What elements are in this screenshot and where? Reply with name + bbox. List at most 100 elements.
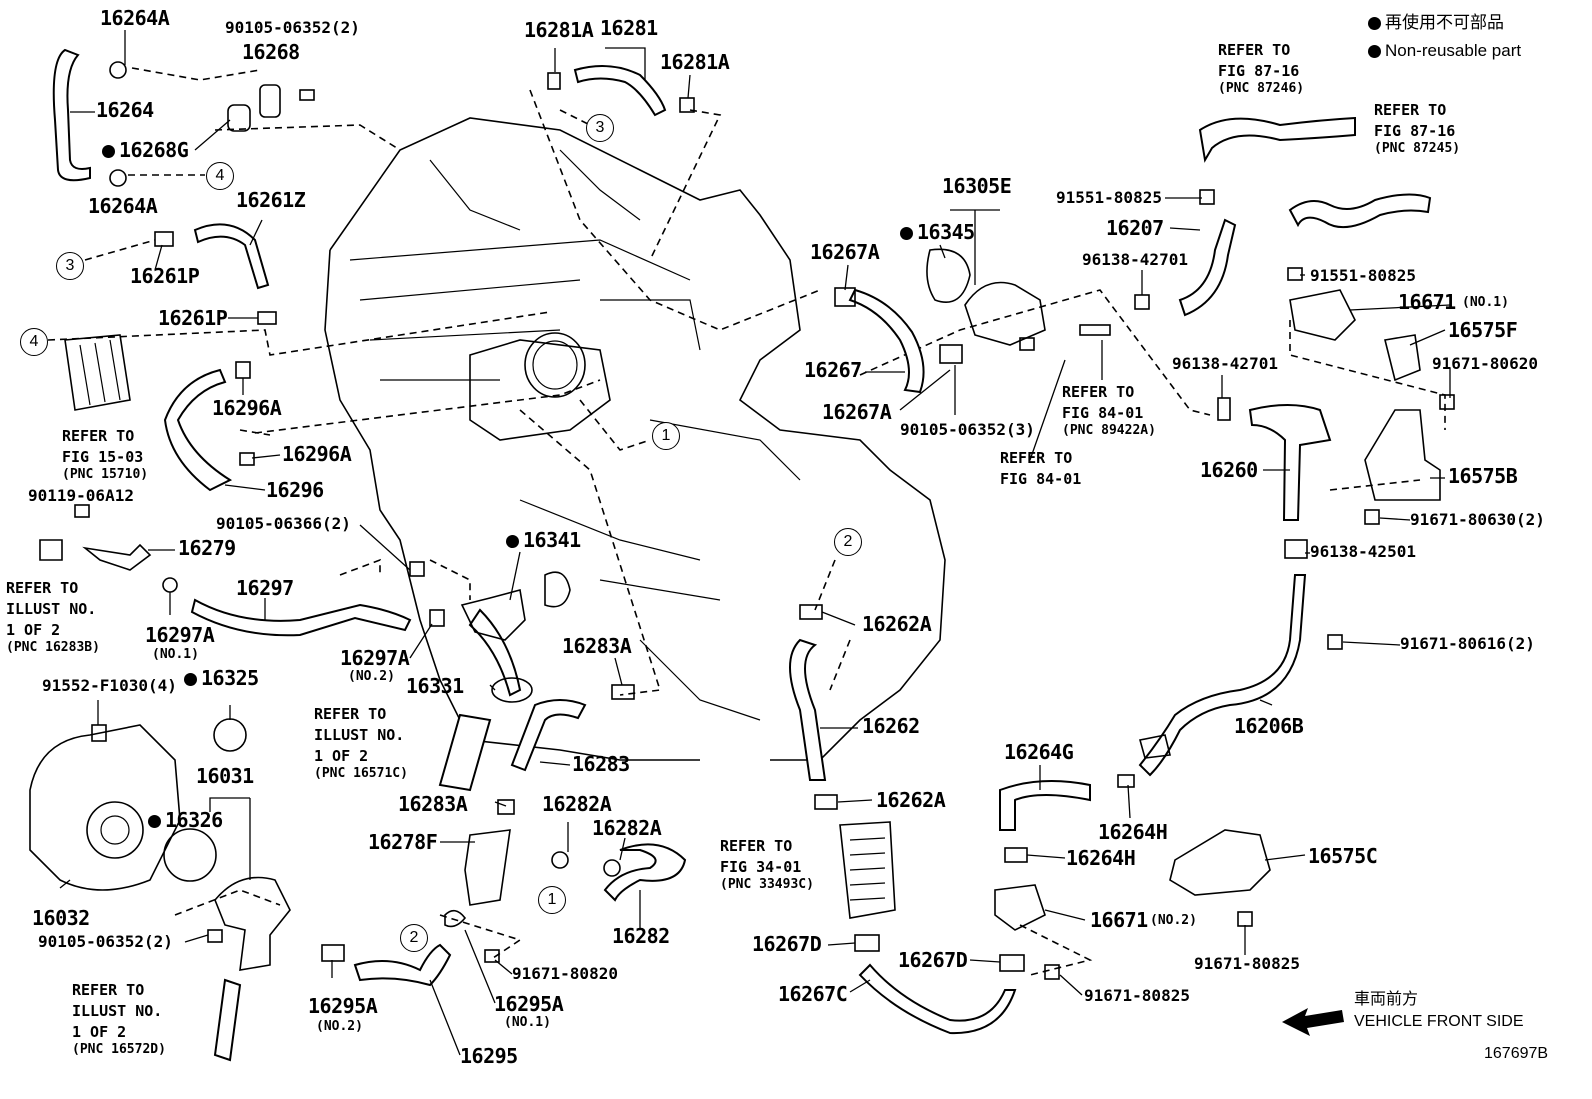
reference-note: REFER TO FIG 87-16(PNC 87246) [1218,41,1305,96]
part-label: 90119-06A12 [28,486,134,505]
part-label: 91671-80616(2) [1400,634,1535,653]
part-label: 91552-F1030(4) [42,676,177,695]
part-label: 16283A [562,634,632,658]
part-label: 16264 [96,98,154,122]
non-reusable-icon [900,227,913,240]
part-label: 16296A [282,442,352,466]
reference-note: REFER TO FIG 34-01(PNC 33493C) [720,837,814,892]
fasteners [39,61,1455,980]
part-label: 16295 [460,1044,518,1068]
part-label: 16031 [196,764,254,788]
part-label: 16325 [184,668,259,688]
part-label: 91551-80825 [1310,266,1416,285]
reference-note: REFER TO ILLUST NO. 1 OF 2(PNC 16283B) [6,579,100,655]
part-label: (NO.1) [152,647,199,662]
part-label: 16206B [1234,714,1304,738]
non-reusable-icon [148,815,161,828]
reference-note: REFER TO FIG 15-03(PNC 15710) [62,427,149,482]
part-label: 16341 [506,530,581,550]
part-label: 16268 [242,40,300,64]
part-label: (NO.1) [504,1015,551,1030]
callout-marker: 4 [206,162,234,190]
part-label: (NO.2) [348,669,395,684]
part-label: 16282A [542,792,612,816]
part-label: 16281A [660,50,730,74]
figure-id: 167697B [1484,1045,1549,1062]
part-label: 16671 [1090,908,1148,932]
part-label: 16264A [100,6,170,30]
part-label: 16295A [494,992,564,1016]
bullet-icon [1368,45,1381,59]
part-label: 16279 [178,536,236,560]
part-label: 16264A [88,194,158,218]
part-label: 96138-42701 [1082,250,1188,269]
callout-marker: 1 [538,886,566,914]
part-label: 91671-80630(2) [1410,510,1545,529]
part-label: 16261P [158,306,228,330]
part-label: 16283 [572,752,630,776]
part-label: 16260 [1200,458,1258,482]
part-label: 16331 [406,674,464,698]
part-label: 16267C [778,982,848,1006]
part-label: 96138-42501 [1310,542,1416,561]
components [29,281,1441,971]
part-label: 16264H [1066,846,1136,870]
engine-outline [324,117,946,761]
legend-en: Non-reusable part [1368,42,1521,59]
part-label: 16326 [148,810,223,830]
callout-marker: 3 [586,114,614,142]
part-label: 16267D [752,932,822,956]
part-label: 16296 [266,478,324,502]
part-label: 16281A [524,18,594,42]
legend-jp: 再使用不可部品 [1368,14,1504,31]
part-label: 16345 [900,222,975,242]
direction-jp: 車両前方 [1354,991,1419,1008]
part-label: 16261Z [236,188,306,212]
part-label: 16282 [612,924,670,948]
part-label: 90105-06366(2) [216,514,351,533]
vehicle-front-arrow [1282,1008,1344,1036]
part-label: 16297 [236,576,294,600]
part-label: 16207 [1106,216,1164,240]
direction-en: VEHICLE FRONT SIDE [1354,1013,1524,1030]
reference-note: REFER TO ILLUST NO. 1 OF 2(PNC 16572D) [72,981,166,1057]
part-label: 90105-06352(3) [900,420,1035,439]
part-label: 91551-80825 [1056,188,1162,207]
part-label: 16297A [340,646,410,670]
part-label: (NO.2) [316,1019,363,1034]
part-label: 16575F [1448,318,1518,342]
part-label: 16262A [876,788,946,812]
callout-marker: 3 [56,252,84,280]
part-label: 16671 [1398,290,1456,314]
part-label: 16264G [1004,740,1074,764]
part-label: 16575B [1448,464,1518,488]
part-label: 16262A [862,612,932,636]
part-label: 16575C [1308,844,1378,868]
part-label: 16295A [308,994,378,1018]
part-label: 16261P [130,264,200,288]
part-label: 16268G [102,140,189,160]
part-label: (NO.2) [1150,913,1197,928]
reference-note: REFER TO FIG 87-16(PNC 87245) [1374,101,1461,156]
part-label: 16297A [145,623,215,647]
reference-note: REFER TO FIG 84-01 [1000,449,1082,488]
callout-marker: 2 [834,528,862,556]
part-label: 90105-06352(2) [225,18,360,37]
non-reusable-icon [184,673,197,686]
reference-note: REFER TO FIG 84-01(PNC 89422A) [1062,383,1156,438]
non-reusable-icon [102,145,115,158]
callout-marker: 2 [400,924,428,952]
part-label: 16267D [898,948,968,972]
part-label: 91671-80620 [1432,354,1538,373]
part-label: 16267A [810,240,880,264]
part-label: 96138-42701 [1172,354,1278,373]
part-label: 16282A [592,816,662,840]
part-label: 16305E [942,174,1012,198]
callout-marker: 1 [652,422,680,450]
hoses [52,48,1432,1062]
part-label: 16267A [822,400,892,424]
part-label: 16283A [398,792,468,816]
part-label: 16262 [862,714,920,738]
